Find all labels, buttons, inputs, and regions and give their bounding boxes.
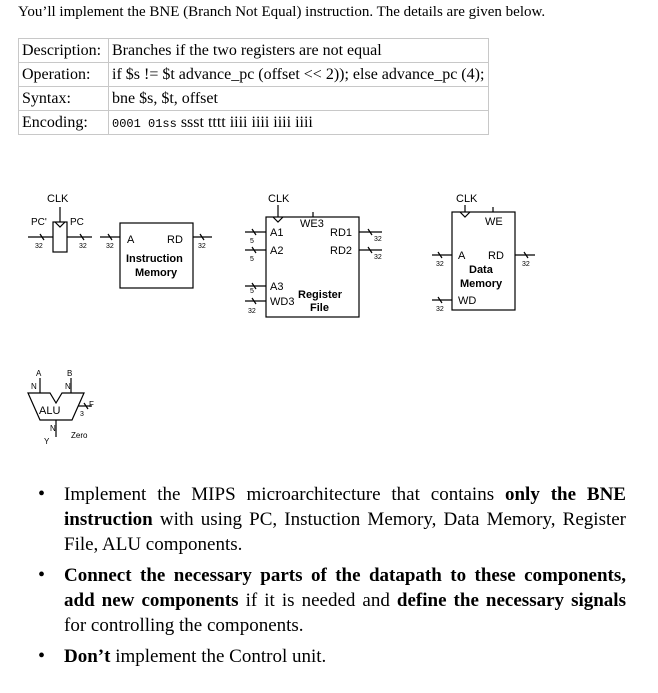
spec-value: Branches if the two registers are not eq… (107, 38, 490, 63)
task-emphasis: define the necessary signals (396, 590, 626, 611)
alu-b-label: B (67, 369, 72, 378)
pc-in-label: PC' (31, 217, 47, 228)
alu-shape (27, 392, 85, 421)
spec-row-syntax: Syntax: bne $s, $t, offset (18, 86, 490, 111)
instruction-spec-table: Description: Branches if the two registe… (18, 38, 490, 135)
alu-zero-label: Zero (71, 431, 88, 440)
spec-key: Encoding: (18, 110, 109, 135)
task-emphasis: Don’t (64, 646, 111, 667)
rf-a2-label: A2 (270, 245, 283, 257)
dmem-name-line2: Memory (460, 278, 503, 290)
alu-a-label: A (36, 369, 42, 378)
rf-a1-label: A1 (270, 227, 283, 239)
rf-rd1-label: RD1 (330, 227, 352, 239)
rf-wd3-label: WD3 (270, 296, 294, 308)
encoding-opcode: 0001 01ss (112, 116, 177, 131)
spec-key: Syntax: (18, 86, 109, 111)
spec-row-encoding: Encoding: 0001 01ss ssst tttt iiii iiii … (18, 110, 490, 135)
task-item: Don’t implement the Control unit. (26, 644, 626, 669)
encoding-fields: ssst tttt iiii iiii iiii iiii (176, 113, 313, 131)
rf-rd1-width: 32 (374, 236, 382, 243)
datapath-components-diagram: CLK PC' PC 32 32 A RD Instruction Memory… (27, 193, 535, 446)
dmem-clk-label: CLK (456, 193, 478, 205)
rf-name-line1: Register (298, 289, 343, 301)
imem-name-line2: Memory (135, 267, 178, 279)
alu-y-width: N (50, 424, 56, 433)
rf-a2-width: 5 (250, 256, 254, 263)
task-item: Implement the MIPS microarchitecture tha… (26, 482, 626, 557)
spec-key: Operation: (18, 62, 109, 87)
spec-value: bne $s, $t, offset (107, 86, 490, 111)
rf-a1-width: 5 (250, 238, 254, 245)
dmem-rd-label: RD (488, 250, 504, 262)
rf-name-line2: File (310, 302, 329, 314)
spec-key: Description: (18, 38, 109, 63)
pc-in-width: 32 (35, 243, 43, 250)
rf-a3-label: A3 (270, 281, 283, 293)
task-list: Implement the MIPS microarchitecture tha… (26, 482, 626, 675)
task-text: implement the Control unit. (110, 646, 327, 667)
task-text: with using PC, Instuction Memory, Data M… (64, 509, 626, 555)
dmem-name-line1: Data (469, 264, 494, 276)
task-item: Connect the necessary parts of the datap… (26, 563, 626, 638)
pc-clk-label: CLK (47, 193, 69, 205)
pc-out-width: 32 (79, 243, 87, 250)
task-emphasis: only the BNE instruction (64, 484, 626, 530)
rf-a3-width: 5 (250, 288, 254, 295)
intro-text: You’ll implement the BNE (Branch Not Equ… (18, 4, 546, 20)
task-text: if it is needed and (238, 590, 397, 611)
alu-name-label: ALU (39, 405, 60, 417)
pc-out-label: PC (70, 217, 84, 228)
data-memory-box (451, 211, 516, 311)
alu-a-width: N (31, 382, 37, 391)
dmem-we-label: WE (485, 216, 503, 228)
rf-clk-label: CLK (268, 193, 290, 205)
task-text: for controlling the components. (64, 615, 304, 636)
dmem-a-width: 32 (436, 261, 444, 268)
dmem-wd-width: 32 (436, 306, 444, 313)
imem-out-width: 32 (198, 243, 206, 250)
imem-name-line1: Instruction (126, 253, 183, 265)
imem-addr-label: A (127, 234, 135, 246)
dmem-rd-width: 32 (522, 261, 530, 268)
rf-we3-label: WE3 (300, 218, 324, 230)
imem-rd-label: RD (167, 234, 183, 246)
spec-value: 0001 01ss ssst tttt iiii iiii iiii iiii (107, 110, 490, 135)
spec-row-description: Description: Branches if the two registe… (18, 38, 490, 63)
alu-b-width: N (65, 382, 71, 391)
dmem-addr-label: A (458, 250, 466, 262)
alu-y-label: Y (44, 437, 50, 446)
imem-in-width: 32 (106, 243, 114, 250)
spec-value: if $s != $t advance_pc (offset << 2)); e… (107, 62, 490, 87)
task-emphasis: Connect the necessary parts of the datap… (64, 565, 626, 611)
alu-f-label: F (89, 400, 94, 409)
spec-row-operation: Operation: if $s != $t advance_pc (offse… (18, 62, 490, 87)
rf-rd2-label: RD2 (330, 245, 352, 257)
instruction-memory-box (119, 222, 194, 289)
task-text: Implement the MIPS microarchitecture tha… (64, 484, 505, 505)
rf-wd3-width: 32 (248, 308, 256, 315)
rf-rd2-width: 32 (374, 254, 382, 261)
dmem-wd-label: WD (458, 295, 476, 307)
alu-f-width: 3 (80, 411, 84, 418)
